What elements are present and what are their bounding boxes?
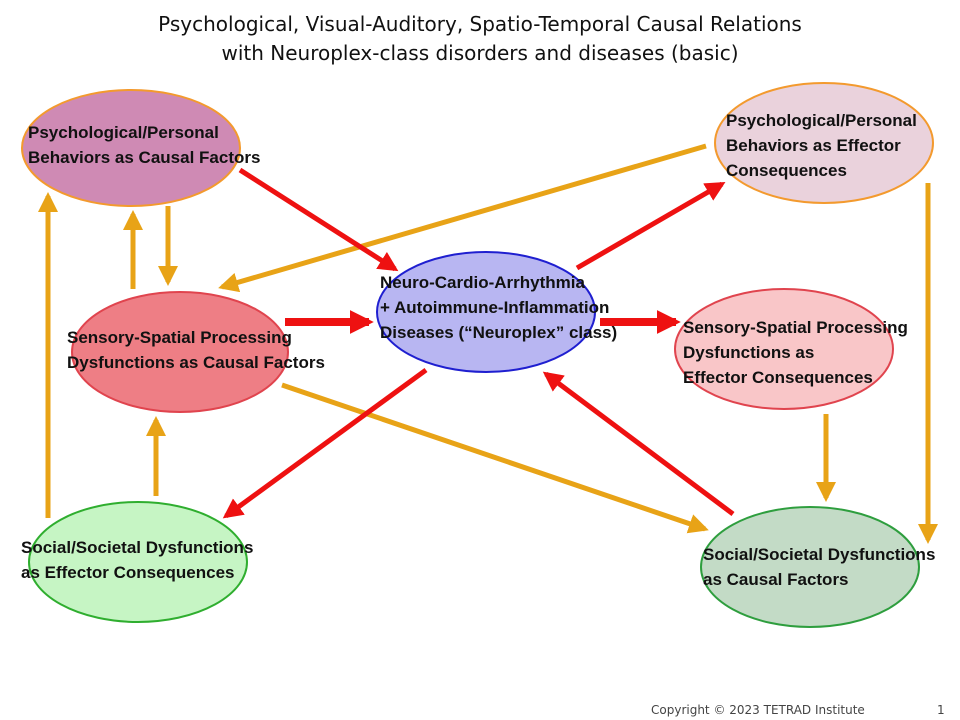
social-effector-label: Social/Societal Dysfunctions as Effector…	[21, 535, 253, 585]
social-causal-label-line-1: Social/Societal Dysfunctions	[703, 545, 936, 564]
neuroplex-label-line-1: Neuro-Cardio-Arrhythmia	[380, 273, 585, 292]
arrow-neuroplex-to-psych-effector	[575, 181, 726, 271]
diagram-title-line-2: with Neuroplex-class disorders and disea…	[221, 41, 739, 65]
sensory-effector-ellipse	[674, 288, 894, 410]
sensory-effector-label-line-1: Sensory-Spatial Processing	[683, 318, 908, 337]
sensory-effector-label-line-2: Dysfunctions as	[683, 343, 815, 362]
social-effector-ellipse	[28, 501, 248, 623]
neuroplex-ellipse	[376, 251, 596, 373]
sensory-causal-ellipse	[71, 291, 289, 413]
sensory-effector-label: Sensory-Spatial Processing Dysfunctions …	[683, 315, 908, 390]
sensory-effector-label-line-3: Effector Consequences	[683, 368, 873, 387]
arrow-sensory-causal-to-social-causal	[281, 382, 709, 534]
page-number: 1	[937, 703, 945, 717]
sensory-causal-label: Sensory-Spatial Processing Dysfunctions …	[67, 325, 325, 375]
psych-effector-label-line-3: Consequences	[726, 161, 847, 180]
psych-causal-ellipse	[21, 89, 241, 207]
psych-effector-ellipse	[714, 82, 934, 204]
neuroplex-label: Neuro-Cardio-Arrhythmia + Autoimmune-Inf…	[380, 270, 617, 345]
psych-causal-label-line-2: Behaviors as Causal Factors	[28, 148, 261, 167]
arrow-psych-causal-to-neuroplex	[238, 167, 399, 272]
psych-causal-label-line-1: Psychological/Personal	[28, 123, 219, 142]
psych-effector-label: Psychological/Personal Behaviors as Effe…	[726, 108, 917, 183]
social-causal-label-line-2: as Causal Factors	[703, 570, 849, 589]
copyright-text: Copyright © 2023 TETRAD Institute	[651, 703, 865, 717]
sensory-causal-label-line-1: Sensory-Spatial Processing	[67, 328, 292, 347]
neuroplex-label-line-3: Diseases (“Neuroplex” class)	[380, 323, 618, 342]
social-effector-label-line-1: Social/Societal Dysfunctions	[21, 538, 254, 557]
social-causal-ellipse	[700, 506, 920, 628]
sensory-causal-label-line-2: Dysfunctions as Causal Factors	[67, 353, 325, 372]
arrow-psych-effector-to-sensory-causal	[218, 143, 707, 293]
arrow-social-causal-to-neuroplex	[542, 371, 735, 517]
psych-effector-label-line-1: Psychological/Personal	[726, 111, 917, 130]
diagram-title-line-1: Psychological, Visual-Auditory, Spatio-T…	[158, 12, 802, 36]
neuroplex-label-line-2: + Autoimmune-Inflammation	[380, 298, 610, 317]
psych-effector-label-line-2: Behaviors as Effector	[726, 136, 901, 155]
social-effector-label-line-2: as Effector Consequences	[21, 563, 235, 582]
psych-causal-label: Psychological/Personal Behaviors as Caus…	[28, 120, 260, 170]
arrow-neuroplex-to-social-effector	[222, 367, 428, 519]
social-causal-label: Social/Societal Dysfunctions as Causal F…	[703, 542, 935, 592]
